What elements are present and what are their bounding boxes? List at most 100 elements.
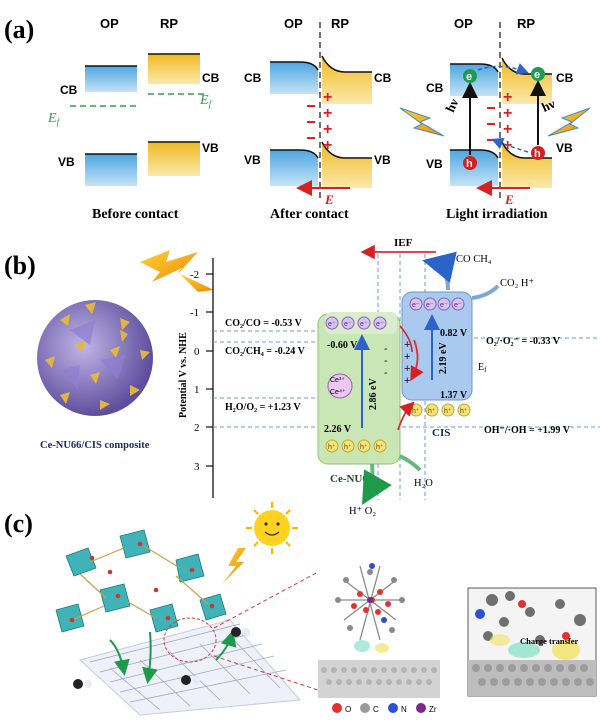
electron-op-label: e (466, 71, 472, 83)
electron-rp-label: e (534, 69, 540, 81)
hole-transfer-arrow (491, 138, 529, 153)
ce-nu66-gap-value: 2.86 eV (368, 378, 379, 410)
h-o2-label: H⁺ O₂ (349, 506, 376, 517)
cb-label-2: CB (202, 71, 220, 85)
co2-co-label: CO₂/CO = -0.53 V (225, 318, 303, 329)
cis-e-mark-1: e⁻ (412, 302, 420, 309)
h-o2-arrow (362, 463, 392, 505)
before-contact-diagram: OP RP CB CB Ef Ef VB VB Before contact (47, 16, 220, 222)
cis-vb-value: 1.37 V (440, 390, 468, 401)
negative-charges-2 (307, 105, 315, 139)
tick-label-m2: -2 (190, 269, 199, 281)
hole-rp-label: h (534, 148, 541, 160)
tick-label-m1: -1 (190, 307, 199, 319)
zoom-circle (163, 617, 217, 663)
vb-label-6: VB (556, 141, 573, 155)
light-irradiation-diagram: OP RP CB CB VB VB ++++ (399, 16, 591, 222)
mof-graphene-model (55, 529, 302, 716)
axis-label: Potential V vs. NHE (178, 332, 189, 418)
vb-label-4: VB (374, 153, 391, 167)
op-cb-band (85, 66, 137, 92)
h2o-label: H₂O (414, 478, 433, 489)
cb-label-3: CB (244, 71, 262, 85)
cis-e-mark-2: e⁻ (426, 302, 434, 309)
electron-rp-icon (531, 67, 545, 81)
cis-e-mark-3: e⁻ (440, 302, 448, 309)
h-mark-3: h⁺ (360, 444, 368, 451)
tick-label-3: 3 (194, 461, 200, 473)
cb-label-5: CB (426, 81, 444, 95)
e-mark-2: e⁻ (344, 321, 352, 328)
tick-label-2: 2 (194, 422, 200, 434)
ce4-label: Ce⁴⁺ (330, 389, 346, 396)
h-mark-2: h⁺ (344, 444, 352, 451)
negative-charges-3 (487, 107, 495, 141)
svg-text:-: - (384, 343, 388, 355)
ce-nu66-electrons (325, 316, 387, 330)
panel-c-label: (c) (4, 509, 33, 538)
sunlight-bolt-icon (140, 250, 198, 282)
ce-nu66-cb-value: -0.60 V (327, 340, 358, 351)
svg-text:+: + (404, 363, 410, 375)
svg-text:-: - (384, 367, 388, 379)
charge-transfer-image: Charge transfer (467, 587, 597, 697)
ef-label-1: Ef (47, 111, 61, 127)
legend-zr: Zr (429, 705, 437, 714)
light-bolt-right-icon (547, 107, 591, 137)
e-field-label-2: E (324, 192, 334, 207)
hole-op-icon (463, 156, 477, 170)
legend-o: O (345, 705, 351, 714)
ce-redox-icon (327, 373, 353, 399)
electron-op-icon (463, 69, 477, 83)
after-contact-diagram: OP RP CB CB VB VB ++++ E After contact (244, 16, 392, 222)
electron-transfer-arrow (477, 63, 529, 75)
vb-label-2: VB (202, 141, 219, 155)
light-bolt-c-icon (222, 548, 246, 584)
charge-transfer-label: Charge transfer (520, 636, 579, 646)
panel-a-label: (a) (4, 15, 34, 44)
e-mark-1: e⁻ (328, 321, 336, 328)
ce-nu66-vb-value: 2.26 V (324, 424, 352, 435)
co2-molecules (73, 627, 250, 689)
electron-recombination-arrow (410, 339, 424, 382)
h-mark-1: h⁺ (328, 444, 336, 451)
ef-label-2: Ef (199, 93, 213, 109)
e-mark-3: e⁻ (360, 321, 368, 328)
atom-legend: O C N Zr (332, 703, 437, 714)
cb-label-4: CB (374, 71, 392, 85)
op-label-1: OP (100, 16, 119, 31)
rp-label-2: RP (331, 16, 349, 31)
vb-label-1: VB (58, 155, 75, 169)
cis-h-mark-4: h⁺ (460, 408, 468, 415)
panel-a: (a) OP RP CB CB Ef Ef VB VB Before conta… (4, 15, 591, 222)
svg-text:+: + (323, 89, 332, 106)
adsorption-model (318, 563, 440, 698)
e-mark-4: e⁻ (376, 321, 384, 328)
svg-text:+: + (404, 339, 410, 351)
ce3-label: Ce³⁺ (330, 377, 345, 384)
caption-after-contact: After contact (270, 207, 349, 222)
hole-rp-icon (531, 146, 545, 160)
op-label-3: OP (454, 16, 473, 31)
tick-label-0: 0 (194, 346, 200, 358)
vb-label-5: VB (426, 157, 443, 171)
zoom-lines (213, 571, 319, 691)
rp-vb-band (148, 142, 200, 176)
cis-gap-value: 2.19 eV (438, 342, 449, 374)
svg-text:+: + (323, 105, 332, 122)
rp-label-3: RP (517, 16, 535, 31)
co-ch4-arrow (422, 251, 457, 291)
rp-cb-band (148, 54, 200, 84)
op-vb-band (85, 154, 137, 186)
hole-op-label: h (466, 158, 473, 170)
vb-label-3: VB (244, 153, 261, 167)
co-ch4-label: CO CH₄ (456, 254, 492, 265)
hole-migration-arrow (397, 401, 415, 431)
rp-label-1: RP (160, 16, 178, 31)
cb-label-1: CB (60, 83, 78, 97)
svg-text:+: + (404, 351, 410, 363)
cis-h-mark-3: h⁺ (444, 408, 452, 415)
co2-ch4-label: CO₂/CH₄ = -0.24 V (225, 346, 306, 357)
cis-ef-label: Ef (478, 362, 487, 374)
oh-radical-label: OH⁻/·OH = +1.99 V (484, 425, 571, 436)
